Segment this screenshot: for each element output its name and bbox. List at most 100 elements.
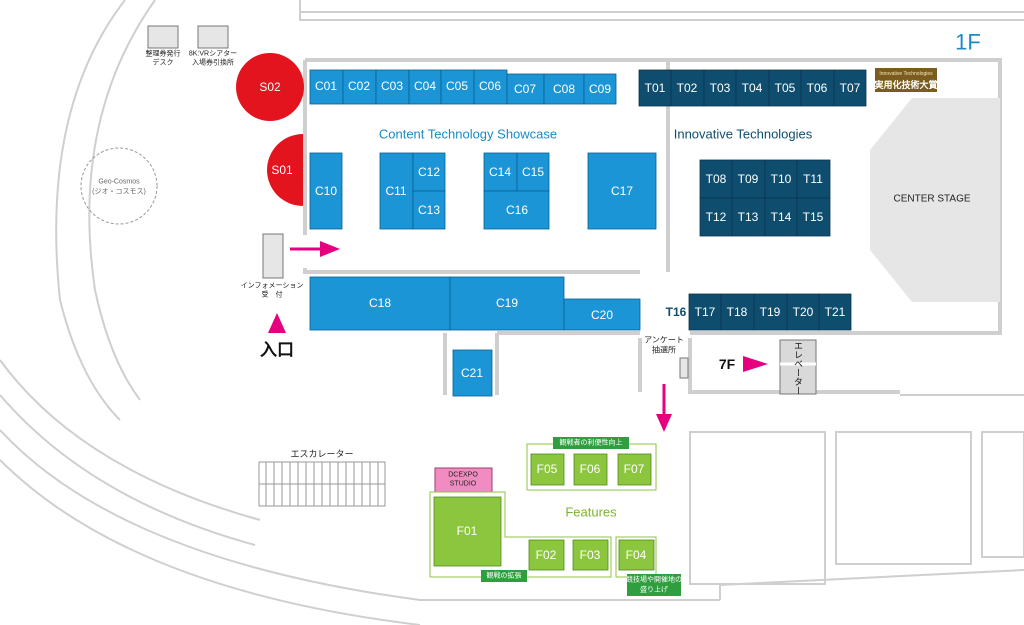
booth-f06[interactable] [573, 453, 608, 486]
booth-c02-label: C02 [348, 79, 370, 93]
content-booth-labels: C01 C02 C03 C04 C05 C06 C07 C08 C09 C10 … [315, 79, 633, 380]
booth-t16-label[interactable]: T16 [666, 305, 687, 319]
booth-t09-label: T09 [738, 172, 759, 186]
booth-c13[interactable] [412, 190, 446, 230]
booth-t18[interactable] [720, 293, 755, 331]
booth-c16-label: C16 [506, 203, 528, 217]
booth-f01-label: F01 [457, 524, 478, 538]
booth-f06-label: F06 [580, 462, 601, 476]
booth-t11-label: T11 [803, 172, 823, 186]
booth-f04-label: F04 [626, 548, 647, 562]
booth-c21[interactable] [452, 349, 493, 397]
booth-c05[interactable] [440, 69, 475, 105]
booth-c01[interactable] [309, 69, 344, 105]
floor-label: 1F [955, 30, 981, 55]
booth-c17[interactable] [587, 152, 657, 230]
features-outline [429, 491, 612, 578]
booth-c19[interactable] [449, 276, 565, 331]
booth-t18-label: T18 [727, 305, 748, 319]
booth-c15[interactable] [516, 152, 550, 192]
booth-c19-label: C19 [496, 296, 518, 310]
booth-c18[interactable] [309, 276, 451, 331]
stage-s01[interactable] [267, 134, 303, 206]
booth-c08-label: C08 [553, 82, 575, 96]
booth-f02[interactable] [528, 539, 565, 571]
booth-c14[interactable] [483, 152, 518, 192]
innovative-booth-labels: T01 T02 T03 T04 T05 T06 T07 T08 T09 T10 … [645, 81, 861, 319]
booth-c07-label: C07 [514, 82, 536, 96]
booth-t04[interactable] [735, 69, 770, 107]
booth-c09[interactable] [583, 73, 617, 105]
center-stage[interactable] [870, 98, 1000, 302]
ticket-desk-label-1: 整理券発行 [146, 49, 181, 58]
entrance-label: 入口 [260, 341, 294, 360]
booth-f05[interactable] [530, 453, 565, 486]
booth-t12-label: T12 [706, 210, 727, 224]
stage-s02[interactable] [236, 53, 304, 121]
geo-cosmos-label-1: Geo-Cosmos [98, 179, 140, 186]
geo-cosmos-label-2: (ジオ・コスモス) [92, 188, 146, 196]
booth-t17[interactable] [688, 293, 722, 331]
booth-c01-label: C01 [315, 79, 337, 93]
booth-t13[interactable] [731, 197, 766, 237]
feature-booths [433, 453, 655, 571]
booth-c04[interactable] [408, 69, 442, 105]
booth-c03-label: C03 [381, 79, 403, 93]
booth-c21-label: C21 [461, 366, 483, 380]
booth-c11[interactable] [379, 152, 414, 230]
booth-t07-label: T07 [840, 81, 861, 95]
tag-venue-excitement [627, 574, 681, 596]
booth-t01[interactable] [638, 69, 672, 107]
booth-t06[interactable] [800, 69, 835, 107]
booth-f03[interactable] [572, 539, 609, 571]
tag-watching-expansion [481, 570, 527, 582]
content-booths [309, 69, 657, 397]
booth-t20[interactable] [786, 293, 820, 331]
booth-c20[interactable] [563, 298, 641, 331]
geo-cosmos [80, 147, 158, 225]
booth-c08[interactable] [543, 73, 585, 105]
booth-f07-label: F07 [624, 462, 645, 476]
booth-c06-label: C06 [479, 79, 501, 93]
booth-c14-label: C14 [489, 165, 511, 179]
booth-t06-label: T06 [807, 81, 828, 95]
booth-f04[interactable] [618, 539, 655, 571]
booth-f07[interactable] [617, 453, 652, 486]
booth-t08[interactable] [699, 159, 733, 199]
booth-t02[interactable] [670, 69, 705, 107]
booth-c05-label: C05 [446, 79, 468, 93]
booth-c02[interactable] [342, 69, 377, 105]
award-label-2: 実用化技術大賞 [874, 79, 937, 90]
elevator[interactable] [779, 339, 817, 395]
entrance-arrow-up [268, 313, 286, 333]
booth-c17-label: C17 [611, 184, 633, 198]
down-arrow-head [656, 414, 672, 432]
booth-c06[interactable] [473, 69, 508, 105]
vr-theater-desk [197, 25, 229, 49]
booth-t11[interactable] [796, 159, 831, 199]
tag-viewer-convenience [553, 437, 629, 449]
booth-t19[interactable] [753, 293, 788, 331]
award-badge [875, 68, 937, 92]
center-stage-label: CENTER STAGE [893, 194, 970, 205]
booth-c07[interactable] [506, 73, 545, 105]
booth-c03[interactable] [375, 69, 410, 105]
booth-t04-label: T04 [742, 81, 763, 95]
booth-t21[interactable] [818, 293, 852, 331]
stage-s02-label: S02 [259, 80, 281, 94]
booth-c09-label: C09 [589, 82, 611, 96]
booth-t09[interactable] [731, 159, 766, 199]
booth-t02-label: T02 [677, 81, 698, 95]
booth-t07[interactable] [833, 69, 867, 107]
booth-t03[interactable] [703, 69, 737, 107]
booth-t15[interactable] [796, 197, 831, 237]
award-label-1: Innovative Technologies [879, 71, 933, 77]
information-label-2: 受 付 [262, 290, 283, 299]
feature-booth-labels: F01 F02 F03 F04 F05 F06 F07 [457, 462, 647, 562]
booth-c20-label: C20 [591, 308, 613, 322]
booth-c16[interactable] [483, 190, 550, 230]
booth-c10[interactable] [309, 152, 343, 230]
booth-f01[interactable] [433, 496, 502, 567]
